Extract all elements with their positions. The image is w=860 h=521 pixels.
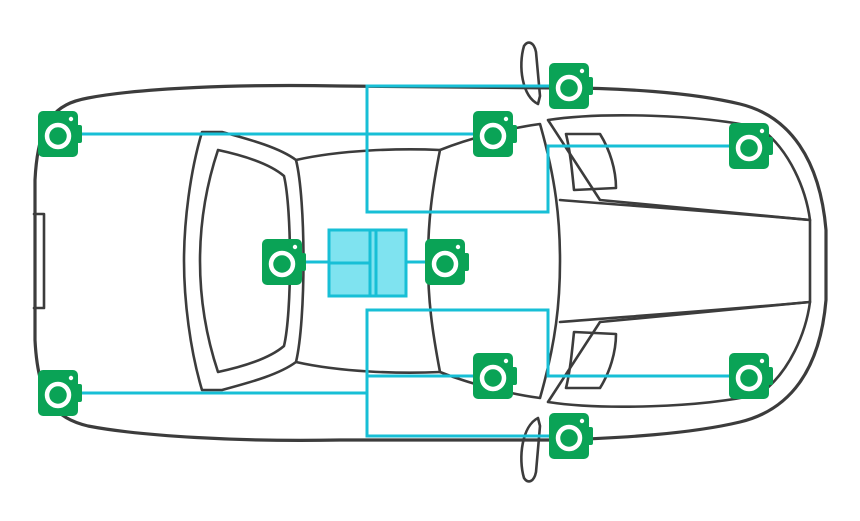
camera-icon xyxy=(549,63,593,109)
camera-icon xyxy=(729,353,773,399)
hood-right xyxy=(546,300,812,408)
wire-top-mirror xyxy=(365,84,570,214)
wire-bottom-mirror xyxy=(365,308,570,438)
camera-icon xyxy=(425,239,469,285)
front-vent-left xyxy=(564,132,618,192)
right-mirror xyxy=(520,416,542,483)
processing-unit-icon xyxy=(327,228,408,298)
wire-front-top xyxy=(365,144,752,214)
wire-front-bottom xyxy=(365,308,752,378)
camera-icon xyxy=(729,123,773,169)
hood-left xyxy=(546,114,812,222)
camera-icon xyxy=(38,111,82,157)
camera-icon xyxy=(473,111,517,157)
hood-center xyxy=(558,198,812,324)
rear-bumper xyxy=(32,212,46,310)
camera-icon xyxy=(262,239,306,285)
camera-icon xyxy=(38,370,82,416)
rear-window-inner xyxy=(198,148,292,374)
roof xyxy=(294,148,442,374)
left-mirror xyxy=(520,41,542,106)
camera-icon xyxy=(549,413,593,459)
camera-icon xyxy=(473,353,517,399)
front-vent-right xyxy=(564,330,618,390)
